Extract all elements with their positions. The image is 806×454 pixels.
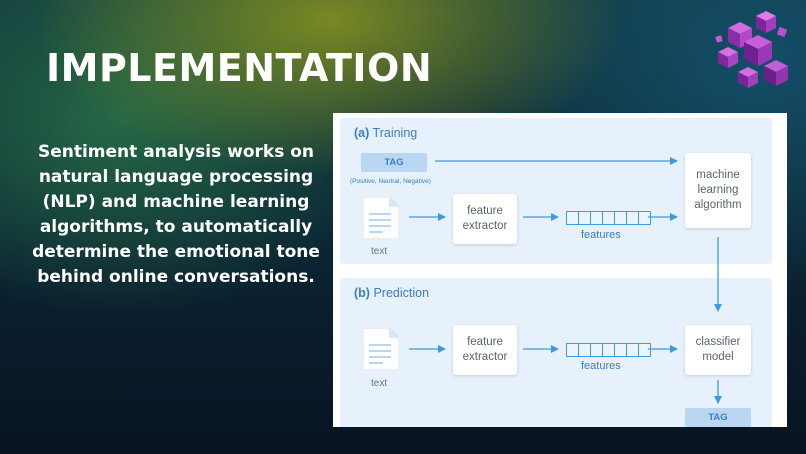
prediction-features-label: features: [581, 360, 621, 372]
prediction-text-label: text: [371, 378, 388, 389]
machine-learning-algorithm-box: machine learning algorithm: [685, 153, 751, 228]
cube-cluster-logo-icon: [715, 11, 788, 88]
document-icon: [363, 197, 399, 239]
flow-arrows: [409, 157, 722, 404]
prediction-section-title: (b) Prediction: [354, 286, 430, 300]
tag-values-label: (Positive, Neutral, Negative): [350, 178, 431, 185]
training-text-label: text: [371, 246, 388, 257]
sentiment-pipeline-diagram: (a) Training (b) Prediction TAG (Positiv…: [333, 113, 787, 427]
slide-title: IMPLEMENTATION: [46, 46, 433, 90]
prediction-feature-vector: [566, 343, 651, 357]
training-feature-vector: [566, 211, 651, 225]
document-icon: [363, 328, 399, 370]
prediction-tag: TAG: [685, 408, 751, 427]
slide-body-text: Sentiment analysis works on natural lang…: [32, 142, 320, 287]
training-tag: TAG: [361, 153, 427, 172]
training-features-label: features: [581, 229, 621, 241]
classifier-model-box: classifier model: [685, 325, 751, 375]
training-feature-extractor: feature extractor: [453, 194, 517, 244]
prediction-feature-extractor: feature extractor: [453, 325, 517, 375]
training-section-title: (a) Training: [354, 126, 418, 140]
